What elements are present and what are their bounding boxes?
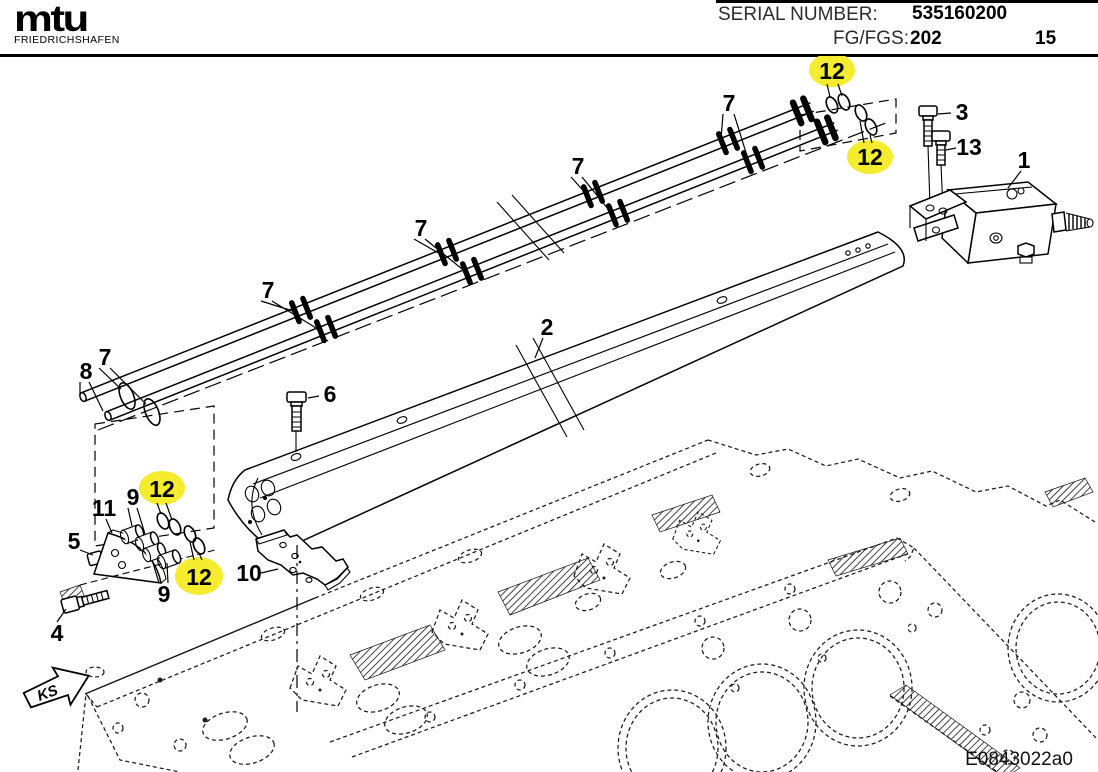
serial-number-value: 535160200 — [912, 3, 1008, 24]
callout-10[interactable]: 10 — [236, 560, 279, 586]
callout-9[interactable]: 9 — [152, 562, 171, 607]
callout-7[interactable]: 7 — [260, 277, 322, 332]
fuel-rail — [227, 231, 905, 553]
svg-text:2: 2 — [541, 314, 554, 340]
callout-13[interactable]: 13 — [945, 134, 982, 160]
rod-end-collars — [789, 95, 839, 146]
callout-9[interactable]: 9 — [127, 484, 146, 535]
mtu-logo: mtu FRIEDRICHSHAFEN — [14, 0, 120, 46]
callout-12[interactable]: 12 — [809, 56, 855, 98]
fuel-lines — [79, 95, 839, 427]
rod-centerline — [97, 120, 892, 431]
callout-3[interactable]: 3 — [937, 99, 969, 125]
logo-subtext: FRIEDRICHSHAFEN — [14, 34, 120, 46]
svg-text:1: 1 — [1018, 147, 1031, 173]
callout-5[interactable]: 5 — [68, 528, 94, 556]
callout-12[interactable]: 12 — [847, 120, 893, 174]
svg-text:7: 7 — [415, 215, 428, 241]
logo-text: mtu — [14, 0, 89, 39]
ks-label: KS — [35, 682, 60, 705]
callout-7[interactable]: 7 — [570, 153, 614, 216]
svg-text:7: 7 — [572, 153, 585, 179]
phantom-box-left — [94, 405, 215, 547]
header-top-rule — [716, 0, 1098, 3]
serial-number-label: SERIAL NUMBER: — [718, 4, 878, 25]
callouts-layer: 12 7 3 13 12 1 — [51, 56, 1031, 646]
callout-12[interactable]: 12 — [175, 541, 223, 595]
drawing-number: E0843022a0 — [965, 749, 1073, 770]
svg-text:12: 12 — [857, 144, 883, 170]
engine-block-phantom — [59, 439, 1098, 772]
svg-text:9: 9 — [158, 581, 171, 607]
ks-direction-arrow: KS — [22, 666, 91, 709]
fg-fgs-label: FG/FGS: — [833, 28, 909, 49]
callout-7[interactable]: 7 — [413, 215, 468, 274]
svg-text:13: 13 — [956, 134, 982, 160]
plugs-9 — [119, 524, 182, 570]
svg-text:10: 10 — [236, 560, 262, 586]
header-divider — [0, 54, 1098, 57]
svg-text:5: 5 — [68, 528, 81, 554]
control-valve-assembly — [908, 105, 1094, 265]
parts-diagram-canvas: KS E0843022a0 12 7 3 13 — [22, 56, 1098, 772]
callout-2[interactable]: 2 — [534, 314, 554, 359]
svg-text:4: 4 — [51, 620, 64, 646]
svg-text:12: 12 — [149, 476, 175, 502]
page-number: 15 — [1035, 28, 1057, 49]
phantom-box-right — [799, 98, 897, 152]
hatch-patches — [59, 477, 1094, 772]
bracket-11-group — [60, 524, 216, 614]
svg-text:3: 3 — [956, 99, 969, 125]
svg-text:8: 8 — [80, 358, 93, 384]
callout-4[interactable]: 4 — [51, 608, 67, 646]
svg-text:7: 7 — [262, 277, 275, 303]
svg-text:6: 6 — [324, 381, 337, 407]
callout-7[interactable]: 7 — [720, 90, 749, 160]
svg-text:11: 11 — [92, 495, 117, 521]
cylinder-bores — [617, 593, 1098, 772]
callout-1[interactable]: 1 — [1007, 147, 1031, 189]
o-rings — [156, 93, 878, 555]
callout-12[interactable]: 12 — [139, 471, 185, 521]
callout-11[interactable]: 11 — [92, 495, 117, 534]
bracket-10 — [255, 529, 351, 712]
bolt-6 — [286, 391, 307, 452]
callout-8[interactable]: 8 — [79, 358, 104, 412]
page-header: mtu FRIEDRICHSHAFEN SERIAL NUMBER: 53516… — [0, 0, 1098, 57]
svg-text:12: 12 — [819, 58, 845, 84]
svg-text:12: 12 — [186, 564, 212, 590]
bolt-13 — [931, 130, 951, 166]
svg-text:7: 7 — [723, 90, 736, 116]
fg-fgs-value: 202 — [910, 28, 942, 49]
svg-text:7: 7 — [99, 344, 112, 370]
bolt-4 — [60, 589, 110, 614]
callout-7[interactable]: 7 — [98, 344, 147, 405]
rod-collars — [288, 126, 766, 344]
svg-text:9: 9 — [127, 484, 140, 510]
callout-6[interactable]: 6 — [307, 381, 337, 407]
